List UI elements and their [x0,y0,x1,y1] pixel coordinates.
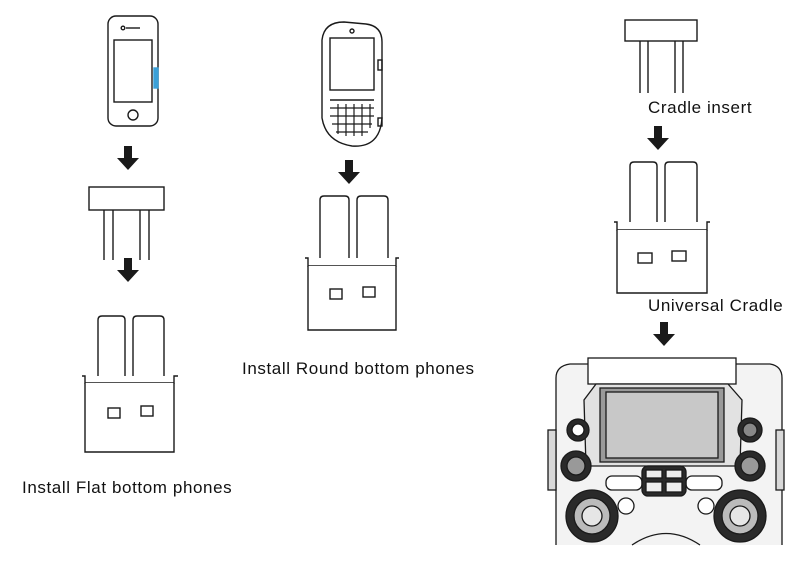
universal-cradle-label: Universal Cradle [648,296,784,315]
round-phone-illustration [321,21,383,147]
cradle-insert-illustration [624,19,698,93]
round-bottom-caption: Install Round bottom phones [242,359,475,378]
arrow-down-icon [117,258,139,282]
arrow-down-icon [117,146,139,170]
universal-cradle-illustration [82,315,178,453]
arrow-down-icon [647,126,669,150]
flat-bottom-caption: Install Flat bottom phones [22,478,233,497]
arrow-down-icon [653,322,675,346]
karaoke-speaker-illustration [547,357,785,546]
universal-cradle-illustration [614,161,710,294]
cradle-insert-illustration [88,186,165,260]
flat-phone-illustration [107,15,159,127]
arrow-down-icon [338,160,360,184]
universal-cradle-illustration [305,195,399,331]
cradle-insert-label: Cradle insert [648,98,753,117]
